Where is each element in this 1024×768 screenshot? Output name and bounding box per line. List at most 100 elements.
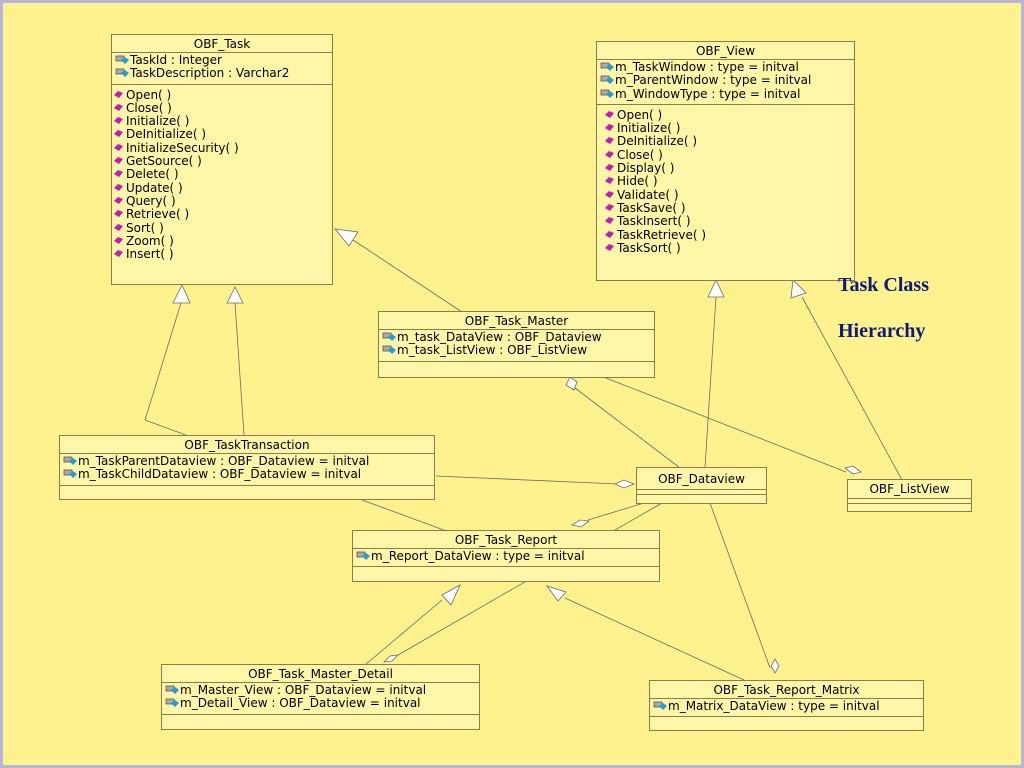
operations-section: Open( ) Close( ) Initialize( ) DeInitial… bbox=[112, 85, 332, 265]
attribute-row: m_Matrix_DataView : type = initval bbox=[652, 699, 923, 713]
attribute-row: m_TaskParentDataview : OBF_Dataview = in… bbox=[62, 454, 434, 468]
attributes-section bbox=[637, 490, 766, 495]
gen-line-tasktransaction-task-a bbox=[144, 302, 182, 421]
operation-row: Display( ) bbox=[605, 161, 854, 175]
class-obf-tasktransaction[interactable]: OBF_TaskTransaction m_TaskParentDataview… bbox=[59, 435, 435, 500]
class-obf-task-master[interactable]: OBF_Task_Master m_task_DataView : OBF_Da… bbox=[378, 311, 655, 378]
public-operation-icon bbox=[114, 90, 123, 98]
operations-section bbox=[353, 567, 659, 575]
operations-section bbox=[162, 715, 479, 723]
gen-line-taskmaster-task bbox=[349, 237, 463, 313]
protected-attribute-icon bbox=[382, 345, 396, 355]
public-operation-icon bbox=[114, 130, 123, 138]
protected-attribute-icon bbox=[63, 469, 77, 479]
gen-line-reportmatrix-taskreport bbox=[564, 597, 745, 681]
public-operation-icon bbox=[605, 217, 614, 225]
slide-title-line-2: Hierarchy bbox=[838, 320, 926, 342]
agg-line-reportmatrix-dataview bbox=[709, 502, 771, 669]
operation-row: DeInitialize( ) bbox=[114, 128, 332, 141]
attribute-row: TaskId : Integer bbox=[114, 53, 332, 67]
protected-attribute-icon bbox=[653, 701, 667, 710]
class-name: OBF_Task bbox=[112, 35, 332, 53]
operations-section bbox=[637, 495, 766, 499]
class-name: OBF_Task_Report bbox=[353, 531, 659, 549]
class-name: OBF_View bbox=[597, 42, 854, 60]
operation-row: InitializeSecurity( ) bbox=[114, 141, 332, 155]
class-obf-task-report-matrix[interactable]: OBF_Task_Report_Matrix m_Matrix_DataView… bbox=[649, 680, 924, 731]
class-name: OBF_Task_Report_Matrix bbox=[650, 681, 923, 699]
class-obf-task[interactable]: OBF_Task TaskId : Integer TaskDescriptio… bbox=[111, 34, 333, 285]
slide-title-line-1: Task Class bbox=[838, 274, 929, 296]
protected-attribute-icon bbox=[63, 456, 77, 465]
operations-section bbox=[650, 717, 923, 725]
class-obf-dataview[interactable]: OBF_Dataview bbox=[636, 467, 767, 504]
gen-arrowhead-task-master bbox=[334, 228, 359, 247]
public-operation-icon bbox=[605, 110, 614, 118]
operations-section bbox=[848, 504, 971, 508]
public-operation-icon bbox=[114, 223, 123, 231]
agg-line-taskmaster-listview bbox=[605, 377, 847, 473]
operation-row: TaskRetrieve( ) bbox=[605, 228, 854, 242]
attribute-row: m_ParentWindow : type = initval bbox=[599, 74, 854, 87]
gen-line-masterdetail-taskreport bbox=[364, 599, 443, 666]
gen-line-dataview-view bbox=[704, 296, 717, 468]
public-operation-icon bbox=[605, 230, 614, 238]
operation-row: Validate( ) bbox=[605, 188, 854, 202]
public-operation-icon bbox=[114, 196, 123, 204]
public-operation-icon bbox=[605, 177, 614, 185]
public-operation-icon bbox=[605, 124, 614, 132]
agg-diamond-listview bbox=[844, 465, 862, 475]
protected-attribute-icon bbox=[382, 332, 396, 341]
operations-section bbox=[379, 362, 654, 370]
public-operation-icon bbox=[605, 164, 614, 172]
operation-row: Close( ) bbox=[114, 101, 332, 115]
public-operation-icon bbox=[114, 170, 123, 178]
attributes-section: m_Matrix_DataView : type = initval bbox=[650, 699, 923, 718]
operation-row: Query( ) bbox=[114, 194, 332, 208]
operation-row: Sort( ) bbox=[114, 221, 332, 235]
agg-diamond-masterdetail bbox=[382, 654, 400, 663]
public-operation-icon bbox=[114, 117, 123, 125]
operation-row: Hide( ) bbox=[605, 175, 854, 188]
protected-attribute-icon bbox=[115, 68, 129, 78]
protected-attribute-icon bbox=[165, 685, 179, 694]
public-operation-icon bbox=[114, 183, 123, 191]
public-operation-icon bbox=[114, 143, 123, 151]
public-operation-icon bbox=[605, 243, 614, 251]
attribute-row: m_Detail_View : OBF_Dataview = initval bbox=[164, 697, 479, 710]
agg-diamond-taskmaster-dataview bbox=[565, 376, 578, 391]
gen-arrowhead-report-left bbox=[441, 584, 461, 606]
operations-section: Open( ) Initialize( ) DeInitialize( ) Cl… bbox=[597, 105, 854, 258]
class-name: OBF_Task_Master bbox=[379, 312, 654, 330]
attribute-row: m_Master_View : OBF_Dataview = initval bbox=[164, 683, 479, 697]
attribute-row: m_TaskWindow : type = initval bbox=[599, 60, 854, 74]
public-operation-icon bbox=[114, 210, 123, 218]
class-name: OBF_TaskTransaction bbox=[60, 436, 434, 454]
attributes-section: m_Master_View : OBF_Dataview = initval m… bbox=[162, 683, 479, 715]
operation-row: Update( ) bbox=[114, 181, 332, 195]
operation-row: Retrieve( ) bbox=[114, 208, 332, 221]
gen-line-tasktransaction-task-c bbox=[234, 302, 245, 436]
operation-row: Zoom( ) bbox=[114, 234, 332, 248]
protected-attribute-icon bbox=[115, 55, 129, 64]
operation-row: Initialize( ) bbox=[114, 115, 332, 128]
operations-section bbox=[60, 486, 434, 494]
public-operation-icon bbox=[605, 203, 614, 211]
agg-diamond-dataview-tasktransaction bbox=[614, 479, 636, 489]
class-obf-view[interactable]: OBF_View m_TaskWindow : type = initval m… bbox=[596, 41, 855, 281]
attributes-section: m_Report_DataView : type = initval bbox=[353, 549, 659, 568]
class-name: OBF_Dataview bbox=[637, 468, 766, 490]
protected-attribute-icon bbox=[356, 551, 370, 560]
class-obf-task-master-detail[interactable]: OBF_Task_Master_Detail m_Master_View : O… bbox=[161, 664, 480, 730]
public-operation-icon bbox=[114, 103, 123, 111]
public-operation-icon bbox=[605, 150, 614, 158]
public-operation-icon bbox=[114, 236, 123, 244]
attribute-row: m_TaskChildDataview : OBF_Dataview = ini… bbox=[62, 468, 434, 481]
class-obf-listview[interactable]: OBF_ListView bbox=[847, 479, 972, 512]
class-obf-task-report[interactable]: OBF_Task_Report m_Report_DataView : type… bbox=[352, 530, 660, 582]
gen-arrowhead-report-right bbox=[545, 585, 567, 602]
class-name: OBF_ListView bbox=[848, 480, 971, 499]
operation-row: Open( ) bbox=[605, 108, 854, 122]
gen-arrowhead-task-right bbox=[226, 286, 244, 304]
operation-row: Close( ) bbox=[605, 148, 854, 162]
